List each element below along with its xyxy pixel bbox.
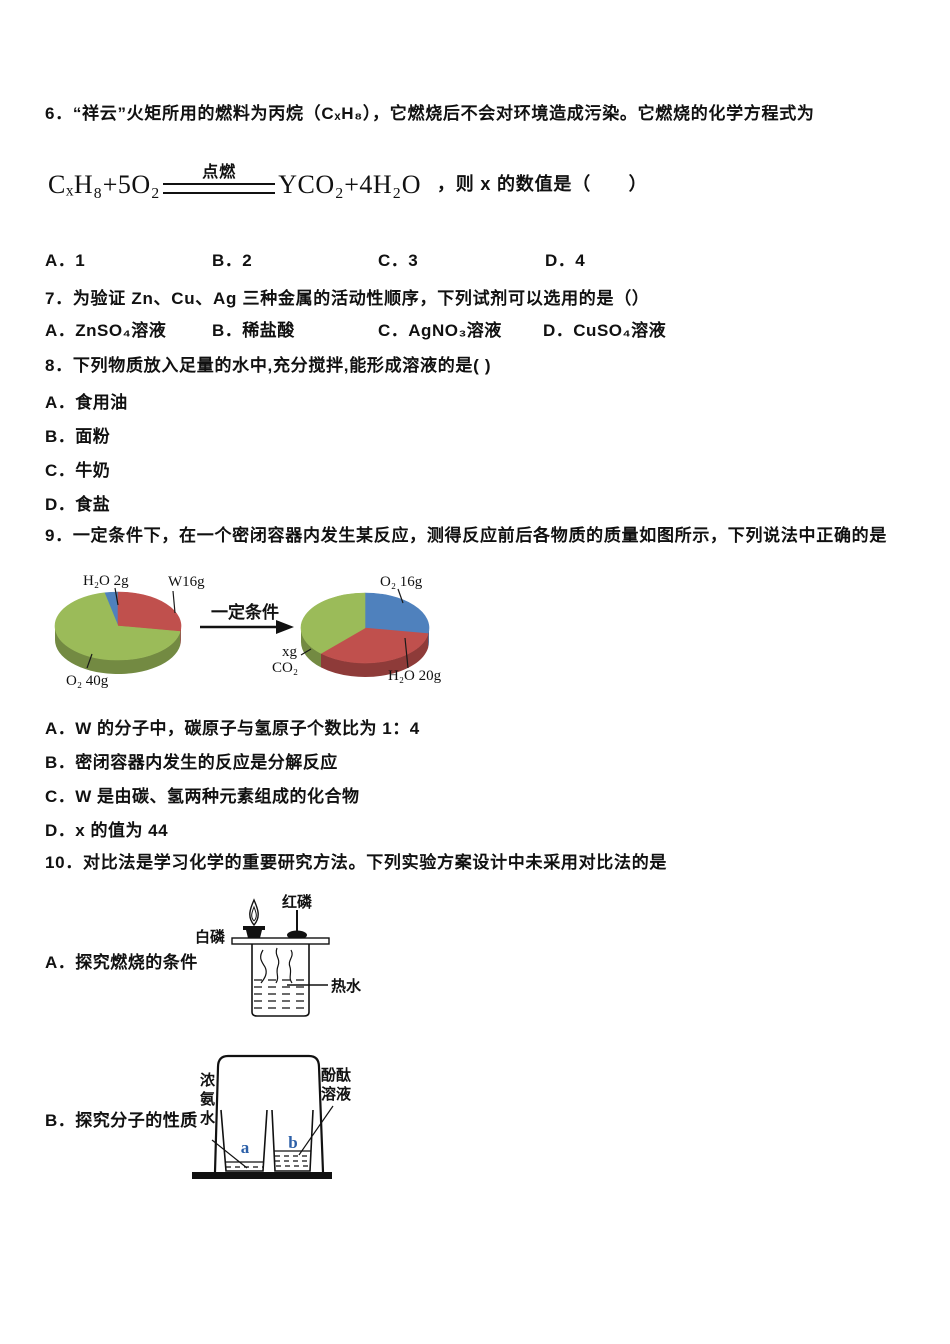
label-h2o-before: H₂O 2g bbox=[83, 573, 129, 589]
q6-stem: 6．“祥云”火矩所用的燃料为丙烷（CₓH₈），它燃烧后不会对环境造成污染。它燃烧… bbox=[45, 104, 815, 123]
pointer-line bbox=[300, 648, 312, 656]
equation-lhs: CₓH₈+5O₂ bbox=[48, 170, 161, 199]
red-phosphorus-label: 红磷 bbox=[282, 893, 313, 911]
q9-option-c: C．W 是由碳、氢两种元素组成的化合物 bbox=[45, 787, 360, 806]
ammonia-label: 浓氨水 bbox=[198, 1072, 215, 1129]
q10-figure-molecules: a b bbox=[192, 1054, 334, 1179]
q10-figure-combustion: 红磷 白磷 热水 bbox=[195, 893, 362, 1017]
white-phosphorus-label: 白磷 bbox=[195, 928, 226, 946]
q8-option-c: C．牛奶 bbox=[45, 461, 111, 480]
equation-rhs: YCO₂+4H₂O bbox=[278, 170, 421, 199]
q6-option-d: D．4 bbox=[545, 251, 586, 270]
q9-option-b: B．密闭容器内发生的反应是分解反应 bbox=[45, 753, 338, 772]
reaction-arrow: 一定条件 bbox=[200, 602, 294, 634]
q8-option-a: A．食用油 bbox=[45, 393, 128, 412]
pie-chart-before-reaction bbox=[54, 591, 182, 675]
pie-chart-after-reaction bbox=[300, 592, 430, 677]
pointer-line bbox=[211, 1139, 248, 1169]
base-board bbox=[192, 1172, 332, 1179]
hot-water-label: 热水 bbox=[331, 977, 362, 995]
beaker bbox=[251, 944, 310, 1017]
pointer-line bbox=[172, 590, 176, 614]
beaker-b-letter: b bbox=[288, 1133, 297, 1152]
reaction-arrow-label: 一定条件 bbox=[211, 602, 279, 622]
label-o2-before: O₂ 40g bbox=[66, 673, 109, 689]
flame-icon bbox=[249, 898, 259, 927]
q10-stem: 10．对比法是学习化学的重要研究方法。下列实验方案设计中未采用对比法的是 bbox=[45, 853, 668, 872]
metal-plate bbox=[231, 937, 330, 945]
q6-equation: CₓH₈+5O₂ 点燃 YCO₂+4H₂O ，则 x 的数值是（ ） bbox=[48, 158, 647, 200]
red-phosphorus-sample bbox=[287, 930, 307, 940]
q9-option-d: D．x 的值为 44 bbox=[45, 821, 169, 840]
beaker-a bbox=[220, 1109, 268, 1172]
pointer-line bbox=[298, 1105, 334, 1156]
label-o2-after: O₂ 16g bbox=[380, 574, 423, 590]
label-h2o-after: H₂O 20g bbox=[388, 668, 442, 684]
equation-tail: ，则 x 的数值是（ ） bbox=[436, 174, 648, 194]
q9-stem: 9．一定条件下，在一个密闭容器内发生某反应，测得反应前后各物质的质量如图所示，下… bbox=[45, 526, 888, 545]
q6-option-a: A．1 bbox=[45, 251, 86, 270]
beaker-b bbox=[271, 1109, 314, 1172]
flame-inner bbox=[251, 905, 257, 922]
q7-option-c: C．AgNO₃溶液 bbox=[378, 321, 502, 340]
crucible bbox=[246, 930, 262, 938]
label-w-before: W16g bbox=[168, 574, 205, 590]
q10-option-a-label: A．探究燃烧的条件 bbox=[45, 953, 198, 972]
label-x-mass: xg bbox=[282, 644, 298, 660]
pie-after-labels: O₂ 16g H₂O 20g xg CO₂ bbox=[272, 574, 442, 684]
pointer-line bbox=[114, 587, 119, 606]
q7-option-b: B．稀盐酸 bbox=[212, 321, 295, 340]
q7-option-d: D．CuSO₄溶液 bbox=[543, 321, 667, 340]
q8-option-b: B．面粉 bbox=[45, 427, 111, 446]
q9-option-a: A．W 的分子中，碳原子与氢原子个数比为 1：4 bbox=[45, 719, 420, 738]
bell-jar bbox=[213, 1054, 325, 1173]
crucible-rim bbox=[243, 926, 265, 930]
pointer-line bbox=[86, 653, 93, 669]
q8-stem: 8．下列物质放入足量的水中,充分搅拌,能形成溶液的是( ) bbox=[45, 356, 492, 375]
beaker-a-letter: a bbox=[241, 1138, 250, 1157]
q7-option-a: A．ZnSO₄溶液 bbox=[45, 321, 167, 340]
q7-stem: 7．为验证 Zn、Cu、Ag 三种金属的活动性顺序，下列试剂可以选用的是（） bbox=[45, 289, 650, 308]
pointer-line bbox=[404, 637, 409, 669]
label-co2-after: CO₂ bbox=[272, 660, 298, 676]
equation-double-line bbox=[163, 183, 276, 194]
pie-before-labels: H₂O 2g W16g O₂ 40g bbox=[66, 573, 205, 689]
arrow-head bbox=[276, 620, 294, 634]
pointer-line bbox=[397, 588, 404, 604]
q10-option-b-label: B．探究分子的性质 bbox=[45, 1111, 198, 1130]
hot-water-surface bbox=[254, 979, 307, 1009]
equation-condition: 点燃 bbox=[163, 158, 276, 194]
liquid-b bbox=[275, 1155, 310, 1167]
q9-figure-pie-charts: H₂O 2g W16g O₂ 40g 一定条件 O₂ 16g H₂O 20g x… bbox=[54, 573, 442, 689]
q8-option-d: D．食盐 bbox=[45, 495, 111, 514]
fumes bbox=[260, 947, 293, 984]
q6-option-b: B．2 bbox=[212, 251, 253, 270]
q6-option-c: C．3 bbox=[378, 251, 419, 270]
phenolphthalein-label: 酚酞溶液 bbox=[321, 1067, 352, 1103]
equation-condition-text: 点燃 bbox=[202, 164, 237, 181]
